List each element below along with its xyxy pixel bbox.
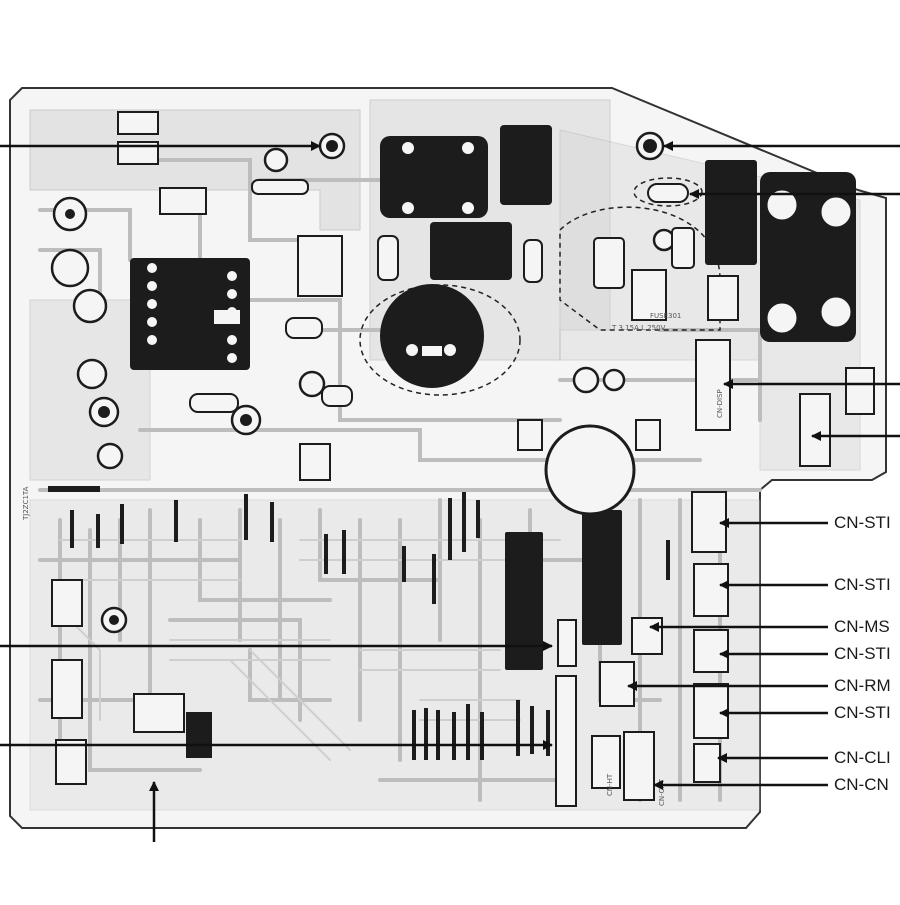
callout-label-cn-rm: CN-RM bbox=[834, 676, 891, 695]
callout-label-cn-sti-1: CN-STI bbox=[834, 513, 891, 532]
dashed-isolation-regions bbox=[359, 177, 721, 396]
leader-lines-connectors bbox=[627, 518, 828, 790]
capacitor-marks bbox=[65, 139, 657, 625]
board-silkscreen-text: FUSE301 T 3.15A L 250V TJ2ZC1TA CN-DISP … bbox=[22, 312, 724, 806]
callout-label-cn-sti-2: CN-STI bbox=[834, 575, 891, 594]
leader-lines-left bbox=[0, 141, 553, 842]
fuse-marking: FUSE301 bbox=[650, 312, 681, 320]
component-pads bbox=[402, 142, 854, 356]
side-code-marking: TJ2ZC1TA bbox=[22, 486, 30, 521]
pcb-traces bbox=[38, 158, 762, 802]
callout-label-cn-cn: CN-CN bbox=[834, 775, 889, 794]
pcb-resistor-strips bbox=[48, 486, 670, 760]
cn-ht-marking: CN-HT bbox=[606, 773, 614, 796]
cn-cnt-marking: CN-CNT bbox=[658, 778, 666, 806]
leader-lines-right-top bbox=[663, 141, 900, 441]
callout-label-cn-sti-3: CN-STI bbox=[834, 644, 891, 663]
cn-disp-marking: CN-DISP bbox=[716, 389, 724, 418]
callout-label-cn-ms: CN-MS bbox=[834, 617, 890, 636]
fuse-rating-marking: T 3.15A L 250V bbox=[611, 324, 666, 332]
transformer-pins bbox=[147, 263, 240, 363]
callout-label-cn-sti-4: CN-STI bbox=[834, 703, 891, 722]
callout-label-cn-cli: CN-CLI bbox=[834, 748, 891, 767]
